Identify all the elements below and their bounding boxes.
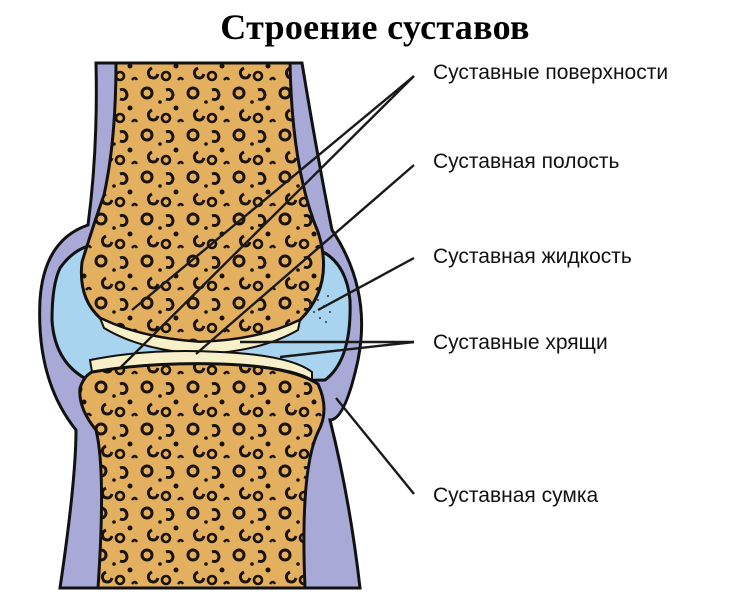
page-title: Строение суставов (220, 7, 530, 47)
label-synovial-fluid: Суставная жидкость (433, 245, 632, 268)
label-joint-cavity: Суставная полость (433, 150, 620, 173)
leader-lines (119, 75, 415, 495)
label-joint-capsule: Суставная сумка (433, 484, 599, 507)
upper-cartilage (98, 315, 302, 356)
label-cartilage: Суставные хрящи (433, 331, 608, 354)
label-articular-surfaces: Суставные поверхности (433, 61, 669, 84)
lower-bone (78, 362, 326, 590)
